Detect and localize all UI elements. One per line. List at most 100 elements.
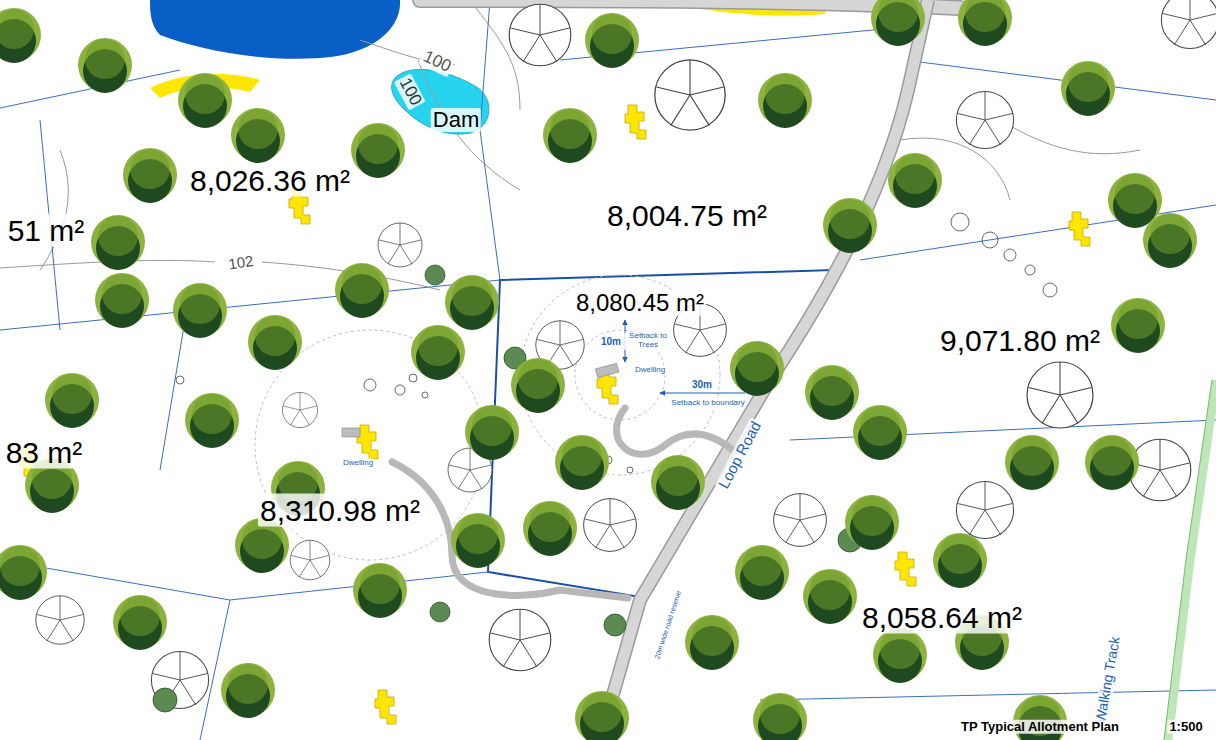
lot-area: 8,026.36 m² (188, 164, 352, 197)
parcel-boundary (480, 0, 490, 130)
dam-label: Dam (431, 108, 481, 132)
shrub (395, 385, 405, 395)
tree (411, 325, 465, 380)
tree (248, 315, 302, 370)
open-tree (584, 499, 637, 552)
tree (45, 373, 99, 428)
plan-title: TP Typical Allotment Plan (959, 720, 1121, 734)
setback-dimension (660, 393, 745, 394)
tree (221, 663, 275, 718)
tree (871, 0, 925, 46)
small-tree (604, 614, 626, 636)
tree (91, 215, 145, 270)
open-tree (956, 481, 1013, 538)
dwelling (895, 552, 916, 586)
tree (651, 455, 705, 510)
lot-area: 51 m² (6, 214, 87, 247)
tree (351, 123, 405, 178)
lot-area: 9,071.80 m² (938, 324, 1102, 357)
open-tree (282, 392, 317, 427)
tree (753, 693, 807, 740)
track-name: Walking Track (1092, 634, 1123, 727)
setback-dimension (625, 320, 745, 393)
tree (685, 615, 739, 670)
dimension-label: 30m (690, 379, 714, 390)
tree (845, 495, 899, 550)
water (150, 0, 489, 134)
dwelling (625, 105, 646, 139)
tree (933, 533, 987, 588)
walking-track (1164, 380, 1212, 740)
parcel-boundary (0, 280, 500, 330)
tree (805, 365, 859, 420)
tree (1005, 435, 1059, 490)
dwelling (19, 105, 1090, 724)
tree (231, 108, 285, 163)
shrub (951, 213, 969, 231)
lot-area: 8,058.64 m² (860, 601, 1024, 634)
dimension-label: 10m (599, 336, 623, 347)
shrub (1043, 283, 1057, 297)
tree (185, 393, 239, 448)
scale-label: 1:500 (1167, 720, 1204, 734)
driveway (616, 408, 735, 454)
shrub (1025, 265, 1035, 275)
tree (585, 13, 639, 68)
dwelling (375, 690, 396, 724)
shed (342, 428, 360, 437)
open-tree (956, 91, 1013, 148)
open-tree (509, 4, 571, 66)
shrub (422, 392, 428, 398)
tree (853, 405, 907, 460)
dwelling-label: Dwelling (633, 366, 667, 375)
dwelling-label: Dwelling (341, 459, 375, 468)
tree (758, 73, 812, 128)
tree (1085, 435, 1139, 490)
shed (595, 363, 619, 377)
setback-note: Setback to Trees (624, 332, 672, 350)
open-tree (489, 609, 551, 671)
shrub (1004, 249, 1016, 261)
parcel-boundary (200, 572, 488, 740)
road-reserve-note: 20m wide road reserve (653, 588, 684, 662)
lot-area: 8,004.75 m² (605, 199, 769, 232)
open-tree (1161, 0, 1216, 49)
parcel-boundary (760, 690, 1216, 700)
tree (113, 595, 167, 650)
tree (78, 38, 132, 93)
tree (465, 405, 519, 460)
tree (803, 569, 857, 624)
open-tree (36, 596, 84, 644)
tree (1143, 213, 1197, 268)
shrub (176, 213, 1057, 473)
open-tree (655, 60, 725, 130)
contour-line (470, 0, 520, 110)
tree (730, 341, 784, 396)
lot-area: 83 m² (4, 436, 85, 469)
parcel-boundary (160, 320, 185, 470)
tree (511, 358, 565, 413)
shrub (627, 467, 633, 473)
driveway (392, 408, 735, 598)
tree (823, 198, 877, 253)
open-tree (378, 223, 422, 267)
parcel-boundary (480, 130, 500, 280)
allotment-boundary (488, 270, 833, 597)
contour-label: 102 (225, 253, 256, 273)
open-tree (1027, 362, 1093, 428)
dwelling (1069, 212, 1090, 246)
setback-note: Setback to boundary (669, 399, 746, 408)
small-tree (430, 602, 450, 622)
tree (575, 691, 629, 740)
lot-area: 8,080.45 m² (574, 290, 706, 316)
walking-track (1168, 380, 1216, 740)
water (150, 0, 400, 59)
tree (543, 108, 597, 163)
shrub (364, 379, 376, 391)
shrub (176, 376, 184, 384)
tree (0, 8, 41, 63)
